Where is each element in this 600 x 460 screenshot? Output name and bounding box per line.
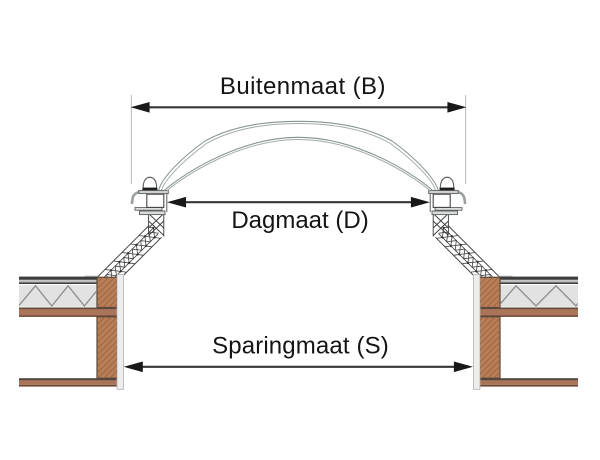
svg-text:Sparingmaat (S): Sparingmaat (S) <box>212 333 389 360</box>
svg-text:Buitenmaat (B): Buitenmaat (B) <box>220 73 386 100</box>
svg-text:Dagmaat (D): Dagmaat (D) <box>231 207 368 234</box>
